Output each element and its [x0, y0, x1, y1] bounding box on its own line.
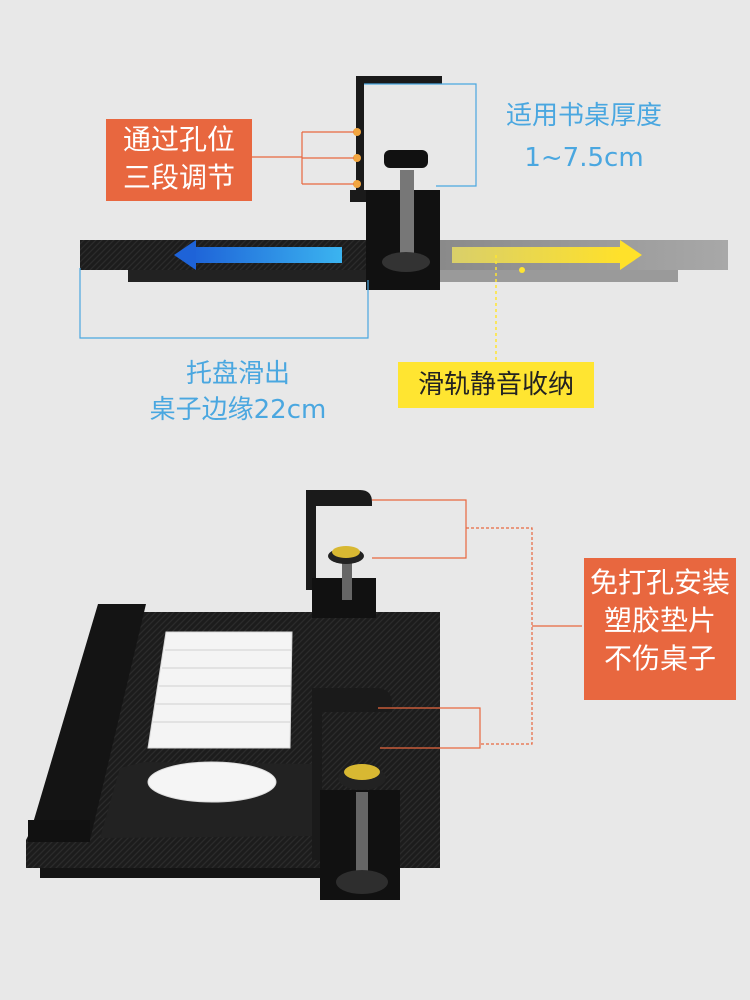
no-drill-pad-label: 免打孔安装 塑胶垫片 不伤桌子	[584, 558, 736, 700]
desk-thickness-line-2: 1~7.5cm	[524, 143, 644, 173]
desk-thickness-line-1: 适用书桌厚度	[505, 101, 662, 131]
tray-slide-line-1: 托盘滑出	[185, 359, 290, 389]
tray-slide-label: 托盘滑出 桌子边缘22cm	[120, 356, 356, 428]
hole-adjust-label: 通过孔位 三段调节	[106, 119, 252, 201]
bottom-annotation-lines	[372, 499, 582, 749]
slide-right-arrow	[452, 240, 642, 270]
slide-left-arrow	[174, 240, 342, 270]
tray-slide-line-2: 桌子边缘22cm	[149, 395, 327, 425]
front-clamp	[312, 688, 400, 900]
no-drill-line-1: 免打孔安装	[589, 566, 730, 599]
top-clamp	[350, 76, 442, 290]
hole-adjust-line-1: 通过孔位	[122, 123, 235, 156]
hole-adjust-line-2: 三段调节	[122, 161, 235, 194]
silent-rail-label: 滑轨静音收纳	[398, 362, 594, 408]
desk-thickness-label: 适用书桌厚度 1~7.5cm	[486, 98, 682, 176]
no-drill-line-3: 不伤桌子	[603, 642, 716, 675]
rear-clamp	[306, 490, 376, 618]
top-annotation-lines	[79, 83, 525, 360]
no-drill-line-2: 塑胶垫片	[603, 604, 716, 637]
